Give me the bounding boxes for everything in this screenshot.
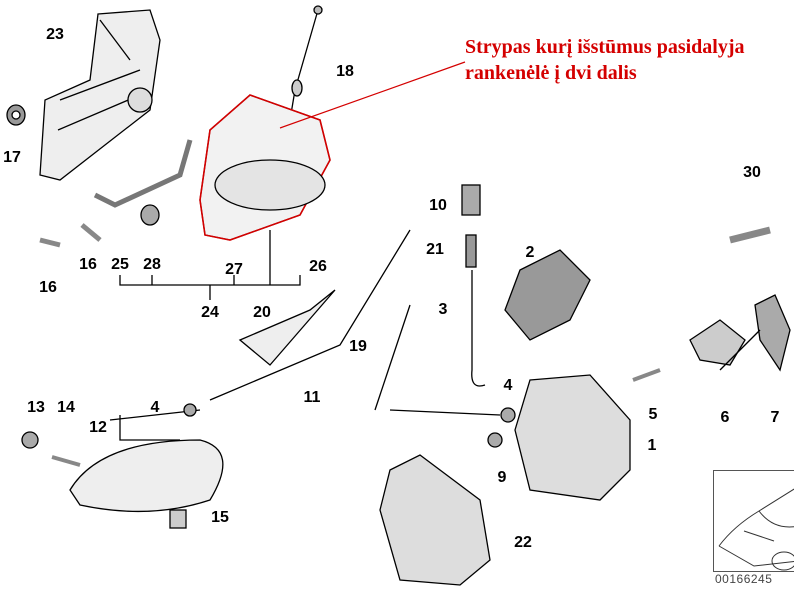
annotation-text: Strypas kurį išstūmus pasidalyja rankenė…: [465, 36, 745, 84]
part-label: 11: [303, 389, 321, 406]
screw-part-5: [632, 368, 661, 382]
car-sketch: [718, 488, 794, 571]
part-label: 26: [309, 258, 327, 275]
diagram-caption: 00166245: [715, 572, 773, 586]
cover-part: [504, 249, 591, 341]
part-label: 19: [349, 338, 367, 355]
inner-handle: [69, 439, 224, 513]
bushing-part-4: [183, 403, 197, 417]
screw-part-14: [51, 455, 81, 467]
lock-cover: [379, 454, 491, 586]
grommet-part: [6, 104, 26, 126]
bushing-part: [500, 407, 516, 423]
part-label: 23: [46, 26, 64, 43]
rod-part-11: [209, 229, 411, 401]
part-label: 1: [647, 437, 657, 454]
part-label: 30: [743, 164, 761, 181]
outer-door-handle: [199, 94, 331, 241]
part-label: 13: [27, 399, 45, 416]
part-label: 28: [143, 256, 161, 273]
part-label: 16: [39, 279, 57, 296]
bracket-part: [93, 139, 193, 208]
part-label: 15: [211, 509, 229, 526]
part-label: 12: [89, 419, 107, 436]
part-label: 18: [336, 63, 354, 80]
screw-part: [39, 223, 102, 248]
part-label: 9: [497, 469, 507, 486]
outer-handle-carrier: [39, 9, 161, 181]
part-label: 4: [503, 377, 513, 394]
part-label: 22: [514, 534, 532, 551]
lock-cylinder-part: [729, 226, 771, 244]
shield-part: [238, 289, 336, 366]
leader-line-6: [719, 329, 761, 371]
part-label: 24: [201, 304, 219, 321]
part-label: 17: [3, 149, 21, 166]
part-label: 2: [525, 244, 535, 261]
washer-part: [140, 204, 160, 226]
rod-part-3: [471, 270, 486, 387]
part-label: 5: [648, 406, 658, 423]
part-label: 25: [111, 256, 129, 273]
rod-part: [289, 5, 323, 121]
part-label: 4: [150, 399, 160, 416]
clip-part: [461, 184, 481, 216]
clip-part-15: [169, 509, 187, 529]
part-label: 7: [770, 409, 780, 426]
car-location-inset: [713, 470, 794, 572]
door-lock: [514, 374, 631, 501]
screw-part-9: [487, 432, 503, 448]
part-label: 14: [57, 399, 75, 416]
part-label: 16: [79, 256, 97, 273]
annotation-leader: [279, 61, 466, 129]
mount-part: [689, 319, 746, 366]
holder-part: [754, 294, 791, 372]
group-bracket: [119, 230, 301, 300]
leader-line: [389, 409, 501, 416]
part-label: 3: [438, 301, 448, 318]
nut-part: [21, 431, 39, 449]
part-label: 21: [426, 241, 444, 258]
part-label: 27: [225, 261, 243, 278]
part-label: 6: [720, 409, 730, 426]
part-label: 20: [253, 304, 271, 321]
rod-part-19: [374, 304, 411, 411]
part-label: 10: [429, 197, 447, 214]
sleeve-part: [465, 234, 477, 268]
